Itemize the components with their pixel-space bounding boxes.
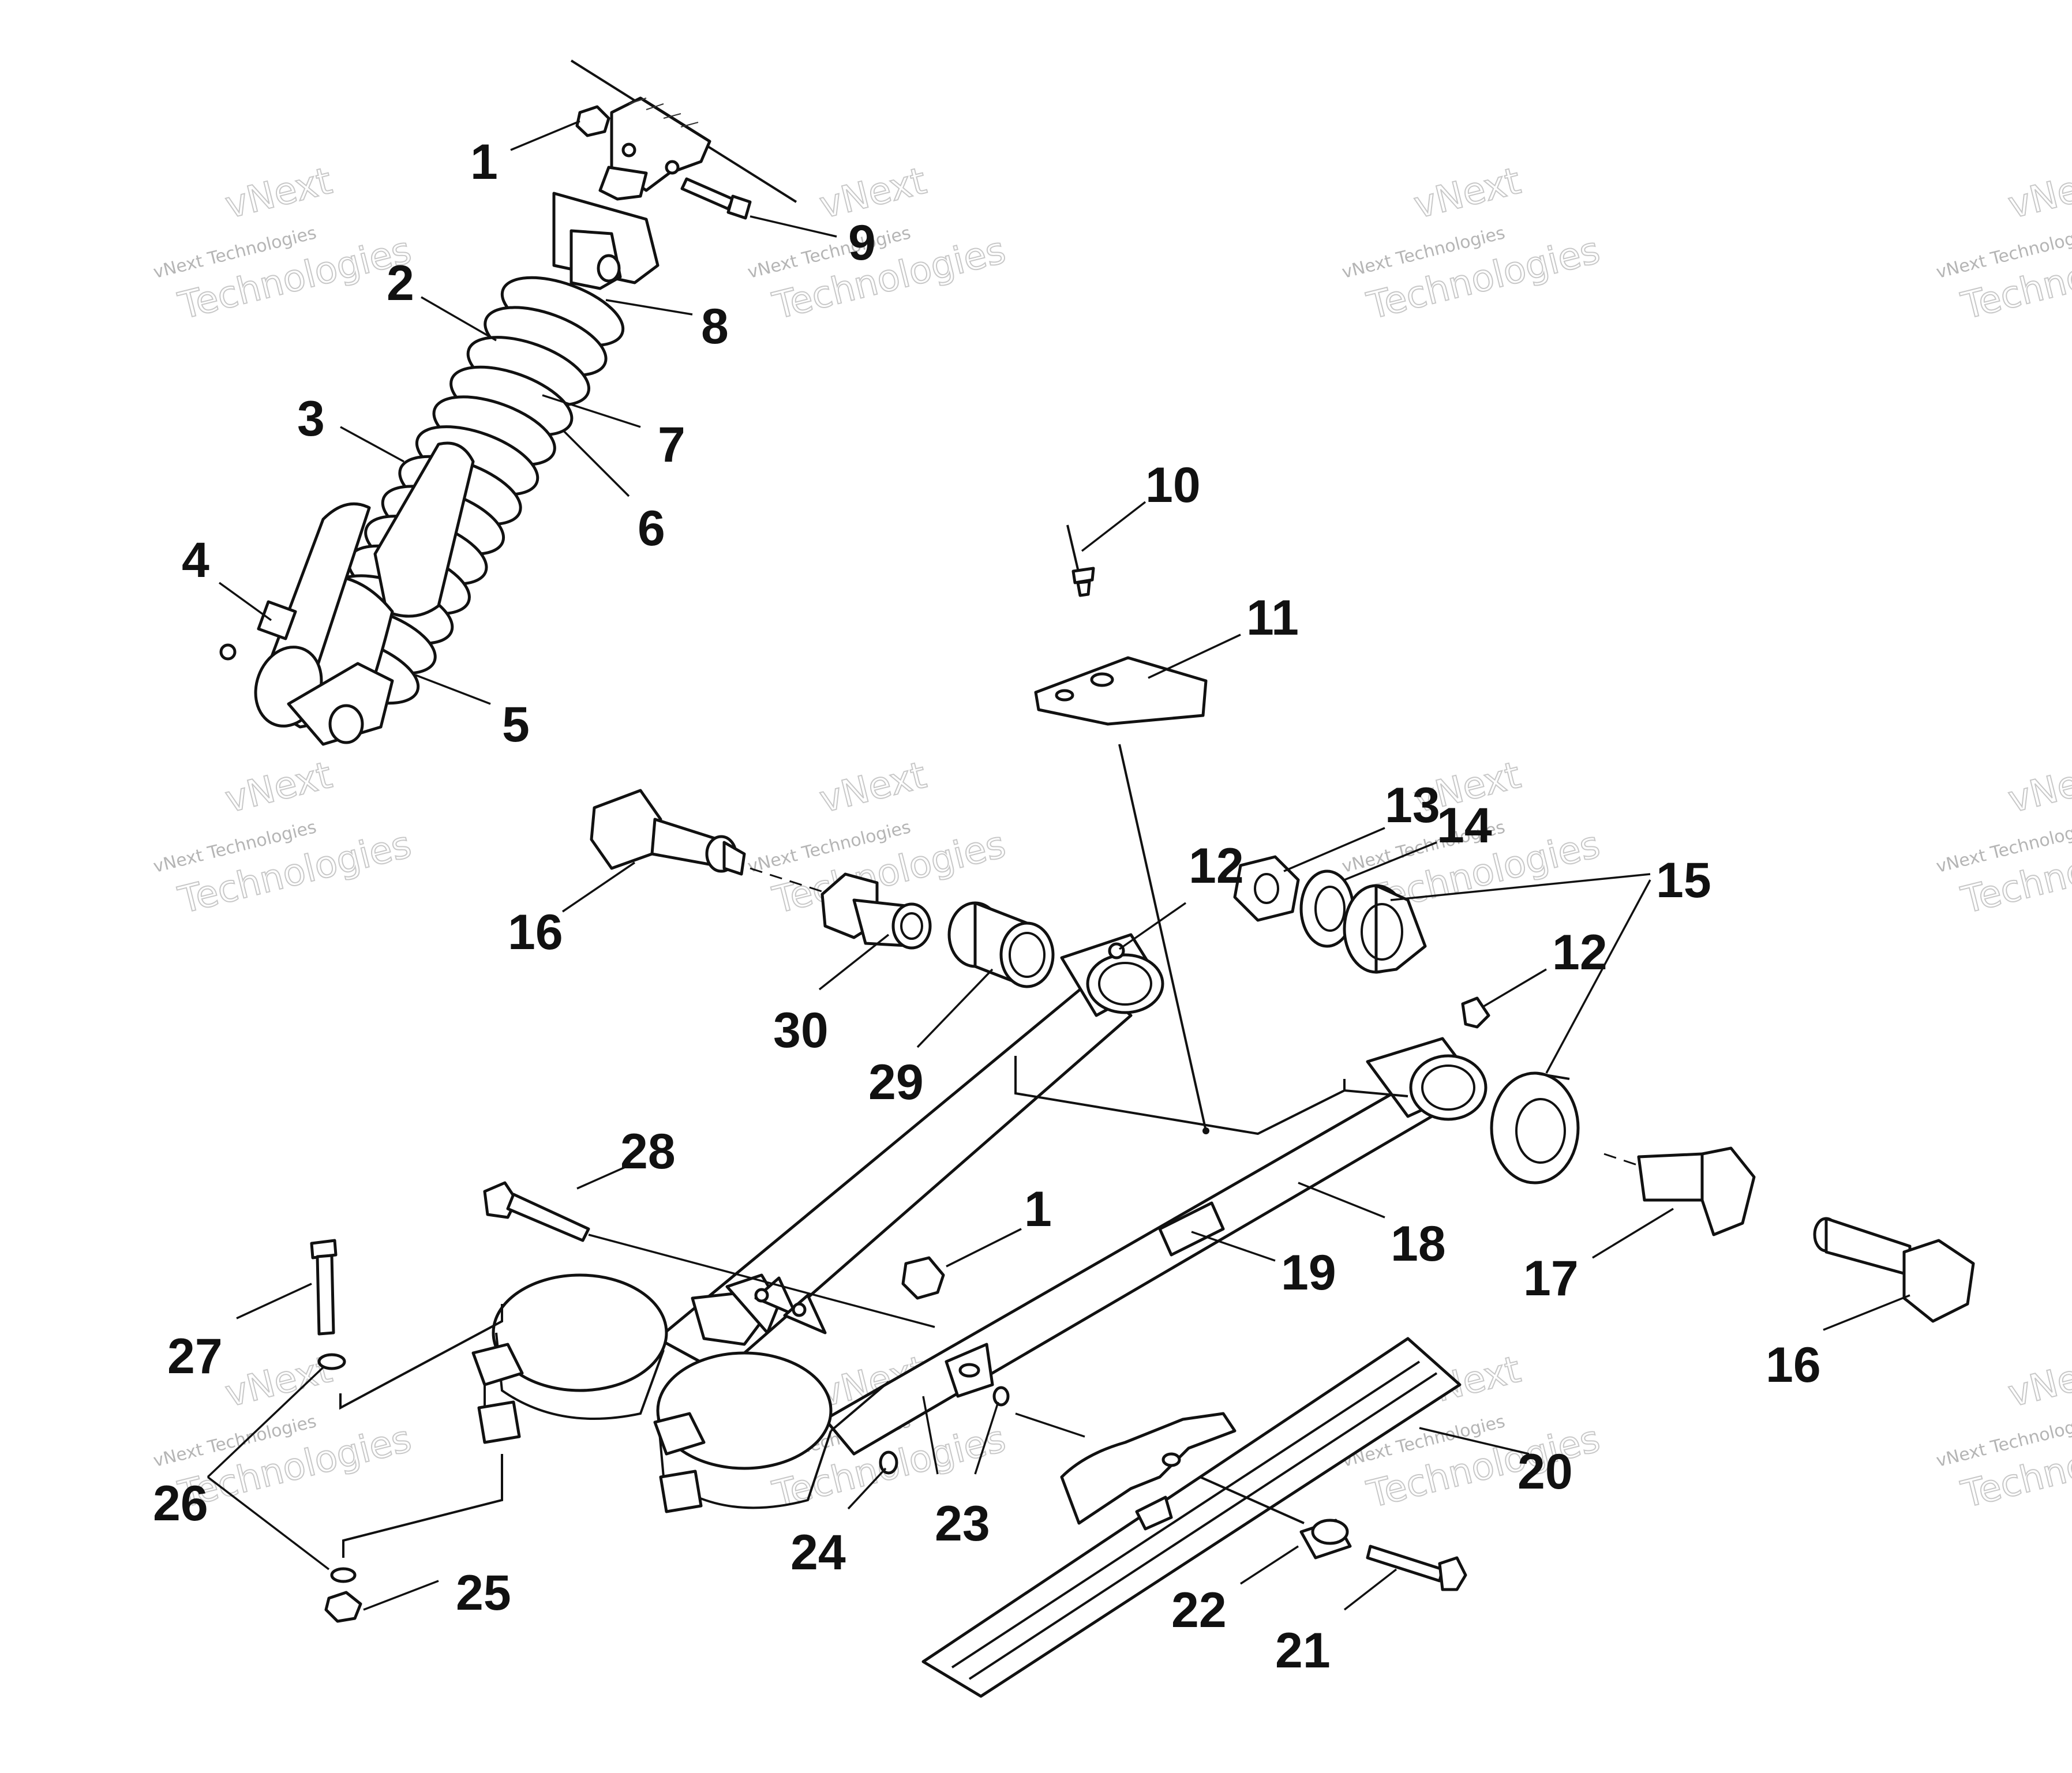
- pivot-bolt-right: [1603, 1146, 1756, 1236]
- watermark-line1: vNext: [1410, 160, 1524, 227]
- watermark-line1: vNext: [2004, 754, 2072, 822]
- callout-27: 27: [167, 1329, 223, 1384]
- small-nut: [879, 1450, 898, 1475]
- watermark-line1: vNext: [221, 160, 336, 227]
- watermark-line1: vNext: [2004, 160, 2072, 227]
- callout-5: 5: [502, 697, 530, 752]
- callout-14: 14: [1437, 798, 1492, 853]
- callout-29: 29: [868, 1055, 924, 1110]
- watermark-line1: vNext: [221, 754, 336, 822]
- callout-23: 23: [935, 1496, 990, 1551]
- sleeve: [947, 901, 1055, 988]
- callout-12b: 12: [1552, 925, 1608, 980]
- small-washer: [992, 1386, 1010, 1407]
- callout-26: 26: [153, 1476, 208, 1531]
- axle-clamp-right: [653, 1351, 890, 1513]
- lock-nut: [901, 1256, 945, 1300]
- callout-10: 10: [1145, 458, 1201, 513]
- clamp-bolt: [310, 1239, 346, 1370]
- callout-15: 15: [1656, 853, 1711, 908]
- grease-fitting-right: [1461, 996, 1490, 1029]
- callout-6: 6: [638, 501, 665, 556]
- axle-clamp-left: [471, 1273, 668, 1444]
- callout-1b: 1: [1024, 1182, 1052, 1237]
- callout-4: 4: [182, 533, 209, 588]
- callout-25: 25: [456, 1565, 511, 1621]
- callout-19: 19: [1281, 1245, 1336, 1300]
- leader-lines: [207, 120, 1910, 1611]
- callout-13: 13: [1385, 778, 1440, 833]
- bushing: [820, 872, 932, 950]
- spacer: [1299, 1519, 1352, 1560]
- watermark-line1: vNext: [2004, 1348, 2072, 1416]
- pivot-washer: [1299, 869, 1355, 948]
- clamp-nut-and-washer: [324, 1567, 362, 1623]
- callout-16b: 16: [1766, 1337, 1821, 1393]
- callout-12a: 12: [1189, 838, 1244, 894]
- callout-21: 21: [1275, 1623, 1331, 1678]
- callout-16a: 16: [508, 905, 563, 960]
- callout-labels: 1234567891011121213141516161718191202122…: [153, 134, 1821, 1678]
- long-bolt: [483, 1181, 935, 1328]
- watermark-line1: vNext: [815, 754, 930, 822]
- callout-20: 20: [1518, 1444, 1573, 1500]
- callout-7: 7: [658, 417, 685, 473]
- callout-1a: 1: [470, 134, 498, 190]
- pivot-bolt-lower-right: [1813, 1217, 1975, 1323]
- callout-17: 17: [1523, 1251, 1579, 1306]
- pivot-bolt-left: [590, 789, 831, 895]
- skid-bolt: [1366, 1545, 1467, 1591]
- pivot-nut: [1233, 855, 1300, 922]
- callout-9: 9: [848, 215, 876, 271]
- stop-plate-and-rivet: [1034, 524, 1209, 1134]
- callout-3: 3: [297, 391, 325, 447]
- callout-30: 30: [773, 1003, 829, 1058]
- callout-11: 11: [1246, 590, 1299, 646]
- pivot-bushing-lower: [1490, 1071, 1580, 1185]
- callout-18: 18: [1391, 1216, 1446, 1272]
- rear-shock-absorber: [219, 59, 797, 746]
- pivot-bushing-upper: [1343, 884, 1427, 974]
- slide-rail: [921, 1337, 1462, 1698]
- callout-28: 28: [620, 1124, 676, 1179]
- callout-8: 8: [701, 299, 729, 354]
- callout-2: 2: [387, 256, 414, 311]
- callout-24: 24: [790, 1525, 846, 1580]
- rear-swing-arm: [656, 933, 1488, 1456]
- callout-22: 22: [1171, 1583, 1227, 1638]
